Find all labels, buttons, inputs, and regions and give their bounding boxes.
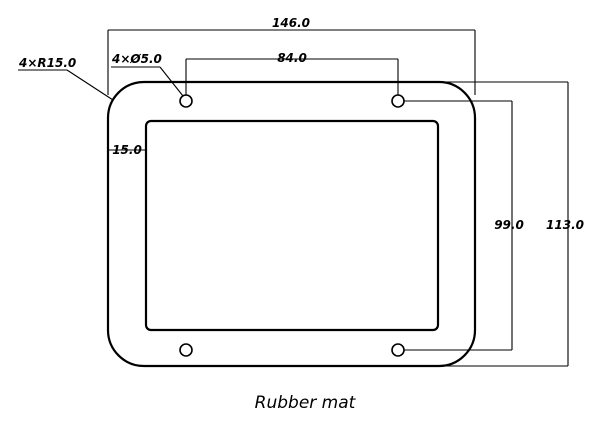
overall-width-label: 146.0: [272, 16, 310, 30]
corner-radius-callout: 4×R15.0: [18, 56, 114, 101]
mounting-hole-bottom-left: [179, 343, 193, 357]
hole-spacing-x-dimension: 84.0: [185, 51, 399, 100]
hole-spacing-y-dimension: 99.0: [404, 100, 524, 351]
hole-diameter-label: 4×Ø5.0: [111, 52, 162, 66]
hole-spacing-x-label: 84.0: [277, 51, 307, 65]
hole-spacing-y-label: 99.0: [494, 218, 524, 232]
overall-height-dimension: 113.0: [440, 81, 584, 367]
corner-radius-leader-line: [66, 69, 114, 101]
border-width-dimension: 15.0: [108, 143, 146, 157]
drawing-caption: Rubber mat: [255, 393, 357, 413]
overall-height-label: 113.0: [546, 218, 584, 232]
border-width-label: 15.0: [112, 143, 142, 157]
mat-outer-outline: [106, 80, 477, 368]
mat-inner-cutout: [144, 119, 440, 332]
mounting-hole-top-left: [179, 94, 193, 108]
mounting-hole-bottom-right: [391, 343, 405, 357]
overall-width-dimension: 146.0: [107, 16, 476, 95]
mounting-hole-top-right: [391, 94, 405, 108]
corner-radius-label: 4×R15.0: [18, 56, 76, 70]
